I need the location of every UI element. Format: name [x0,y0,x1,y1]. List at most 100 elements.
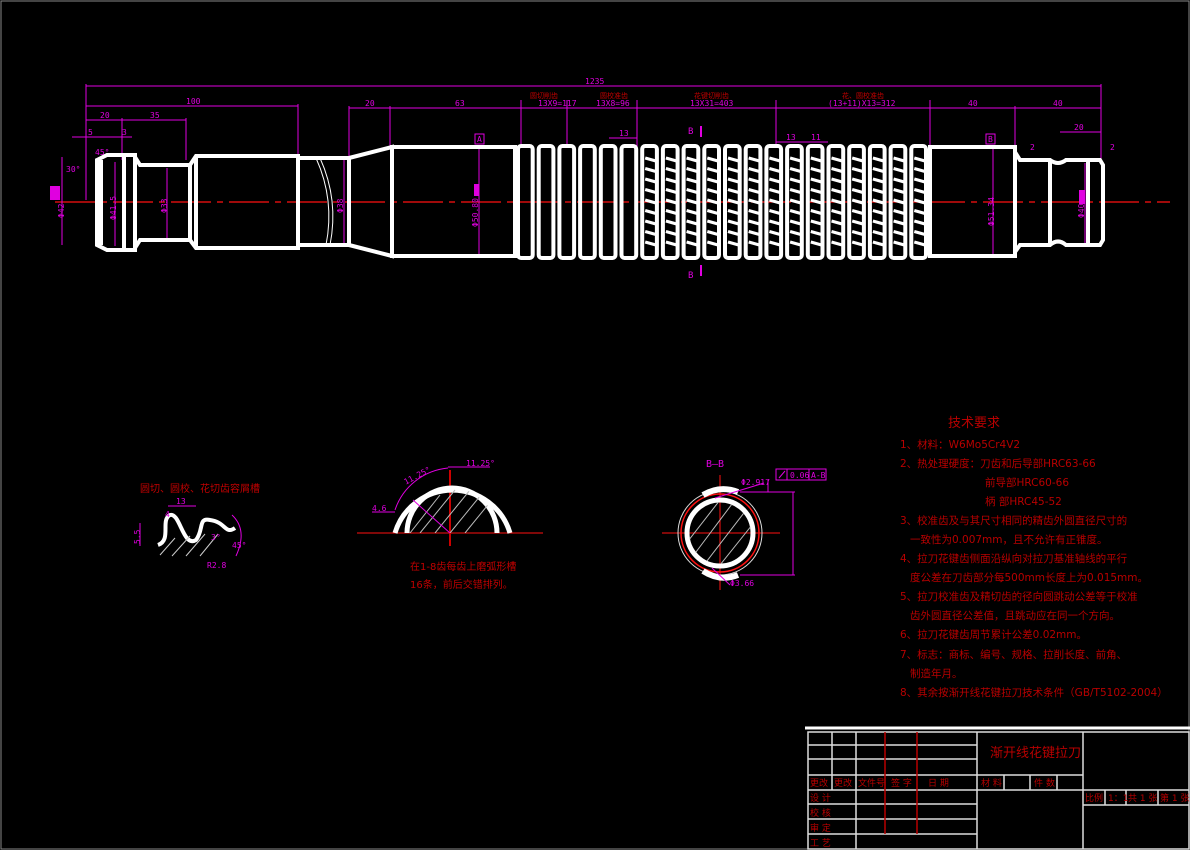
broach-tooth [888,144,908,260]
section-mark-top: B [688,127,693,137]
section-bb-title: B—B [706,459,724,470]
spline-tooth-mark [872,177,885,184]
broach-tooth [702,144,721,260]
spline-tooth-mark [872,219,885,226]
dim-13-sizing: 13 [786,133,796,142]
quantity-label: 件 数 [1034,777,1055,789]
spline-tooth-mark [872,230,885,236]
spline-tooth-mark [665,219,678,226]
spline-tooth-mark [893,156,905,163]
spline-tooth-mark [810,240,822,247]
header-change-2: 更改 [834,777,852,789]
tooth-radius: R2.8 [207,561,226,570]
broach-tooth [536,144,556,260]
runout-tolerance-datum: A-B [811,471,826,480]
spline-tooth-mark [748,167,760,173]
header-signature: 签 字 [891,777,912,789]
spline-tooth-mark [893,177,905,184]
spline-tooth-mark [748,219,760,226]
tech-req-line: 度公差在刀齿部分每500mm长度上为0.015mm。 [910,571,1148,584]
tech-req-line: 齿外圆直径公差值，且跳动应在同一个方向。 [910,609,1120,622]
section-dia-small: Φ2.917 [741,478,770,487]
spline-tooth-mark [686,240,698,247]
role-approve: 审 定 [810,822,831,834]
spline-tooth-mark [644,240,657,247]
spline-tooth-mark [851,219,864,226]
spline-tooth-mark [913,177,926,184]
spline-tooth-mark [748,209,760,215]
spline-tooth-mark [644,219,657,226]
dim-angle-45: 45° [95,148,109,157]
header-file-no: 文件号 [858,777,885,789]
broach-tooth [578,144,597,260]
groove-detail: 11.25° 11.25° 4.6 在1-8齿每齿上磨弧形槽 16条，前后交错排… [357,459,543,591]
spline-tooth-mark [872,198,885,205]
spline-tooth-mark [893,240,905,247]
spline-tooth-mark [665,177,678,184]
spline-tooth-mark [831,188,843,194]
spline-tooth-mark [851,198,864,205]
spline-tooth-mark [851,167,864,173]
spline-tooth-mark [831,156,843,163]
spline-tooth-mark [810,209,822,215]
spline-tooth-mark [748,230,760,236]
dim-20b: 20 [365,99,375,108]
spline-tooth-mark [893,198,905,205]
spline-tooth-mark [727,156,740,163]
spline-tooth-mark [893,219,905,226]
material-label: 材 料 [981,777,1002,789]
spline-tooth-mark [727,209,740,215]
spline-tooth-mark [789,167,802,173]
spline-tooth-mark [768,167,781,173]
tech-req-line: 柄 部HRC45-52 [985,495,1062,508]
spline-tooth-mark [789,240,802,247]
dim-20c: 20 [1074,123,1084,132]
header-date: 日 期 [928,778,949,789]
groove-angle-2: 11.25° [466,459,495,468]
broach-tooth [909,144,928,260]
spline-tooth-mark [727,167,740,173]
spline-tooth-mark [913,240,926,247]
spline-tooth-mark [831,209,843,215]
spline-tooth-mark [686,198,698,205]
dim-dia-40: Φ40 [1077,203,1086,218]
tooth-depth: 5.5 [133,529,142,544]
segment-label-round-cutting: 圆切削齿 [530,91,558,100]
dim-dia-42: Φ42 [57,203,66,218]
spline-tooth-mark [727,188,740,194]
spline-tooth-mark [851,209,864,215]
spline-tooth-mark [893,230,905,236]
datum-b-label: B [988,135,993,144]
dim-overall-length: 1235 [585,77,604,86]
scale-label: 比例 [1085,792,1103,804]
segment-dim-sizing: (13+11)X13=312 [828,99,896,108]
groove-width: 4.6 [372,504,387,513]
spline-tooth-mark [831,230,843,236]
groove-note-line1: 在1-8齿每齿上磨弧形槽 [410,560,516,573]
tooth-profile-detail: 圆切、圆校、花切齿容屑槽 13 4 5.5 3° 45° R2.8 [133,482,260,570]
broach-tooth [764,144,784,260]
spline-tooth-mark [706,230,719,236]
broach-tooth [640,144,659,260]
role-process: 工 艺 [810,838,831,849]
segment-label-sizing: 花、圆校准齿 [842,91,884,100]
dim-dia-51-34: Φ51.34 [987,197,996,226]
spline-tooth-mark [872,167,885,173]
title-block: 渐开线花键拉刀 更改 更改 文件号 签 字 日 期 材 料 件 数 设 计 校 … [805,726,1190,850]
spline-tooth-mark [872,156,885,163]
spline-tooth-mark [851,240,864,247]
tech-req-line: 5、拉刀校准齿及精切齿的径向圆跳动公差等于校准 [900,590,1138,603]
dim-dia-41-5: Φ41.5 [109,196,118,220]
spline-tooth-mark [831,167,843,173]
spline-tooth-mark [665,240,678,247]
spline-tooth-mark [748,198,760,205]
spline-tooth-mark [831,240,843,247]
spline-tooth-mark [686,188,698,194]
spline-tooth-mark [727,219,740,226]
spline-tooth-mark [913,219,926,226]
spline-tooth-mark [913,198,926,205]
spline-tooth-mark [748,156,760,163]
spline-tooth-mark [727,198,740,205]
